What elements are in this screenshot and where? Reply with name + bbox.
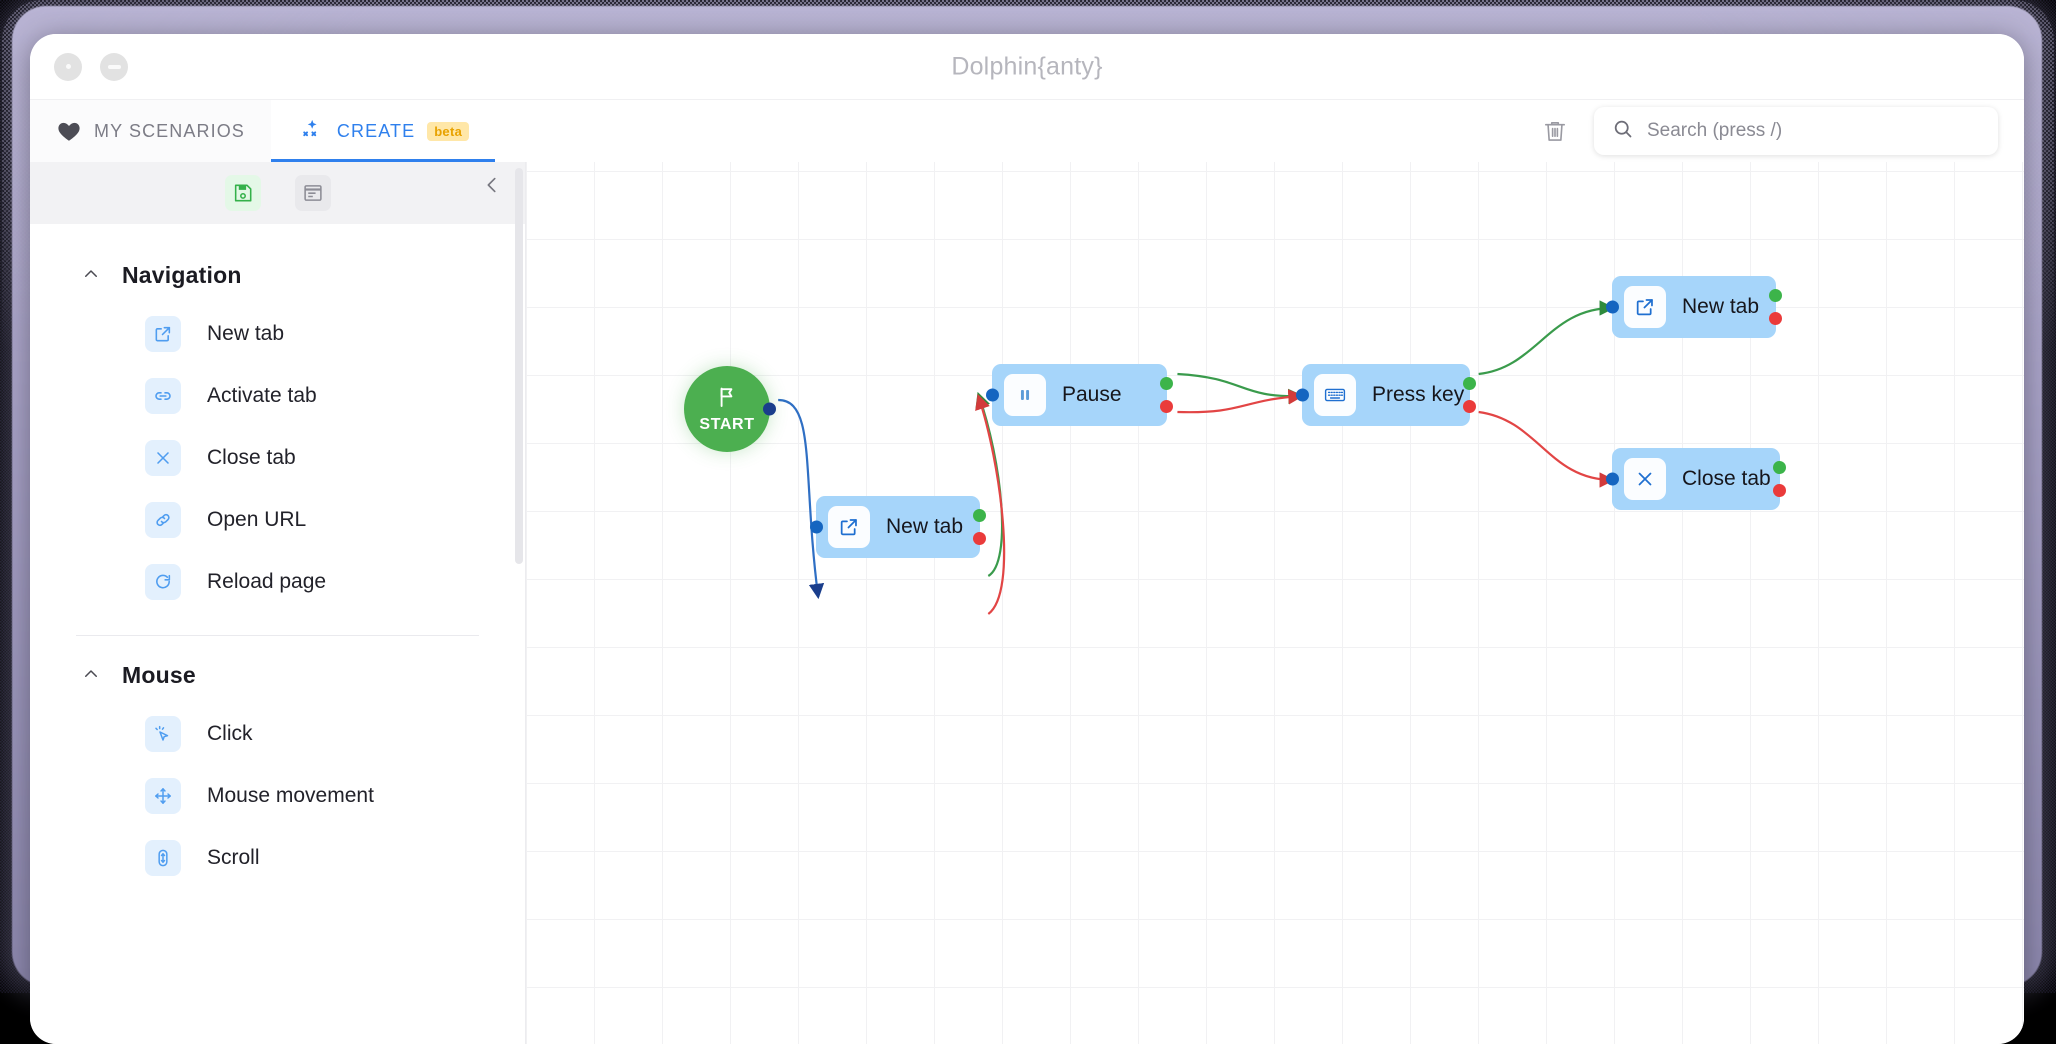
search-box[interactable] — [1594, 107, 1998, 155]
edge-press-key-error-to-close-tab — [1479, 412, 1613, 480]
scroll-icon — [145, 840, 181, 876]
close-x-icon — [145, 440, 181, 476]
node-label: New tab — [1682, 295, 1759, 319]
reload-icon — [145, 564, 181, 600]
sidebar-item-label: Scroll — [207, 846, 260, 870]
node-label: Press key — [1372, 383, 1464, 407]
node-pause[interactable]: Pause — [992, 364, 1167, 426]
external-link-icon — [828, 506, 870, 548]
chain-link-icon — [145, 502, 181, 538]
sidebar-scrollbar[interactable] — [515, 168, 523, 564]
node-new-tab-2[interactable]: New tab — [1612, 276, 1776, 338]
toolbar-right — [1538, 100, 2024, 162]
sidebar-item-label: Open URL — [207, 508, 306, 532]
node-error-port[interactable] — [973, 532, 986, 545]
sidebar-item-new-tab[interactable]: New tab — [30, 303, 525, 365]
keyboard-icon — [1314, 374, 1356, 416]
node-success-port[interactable] — [1769, 289, 1782, 302]
node-success-port[interactable] — [973, 509, 986, 522]
edge-pause-success-to-press-key — [1177, 374, 1301, 396]
pause-icon — [1004, 374, 1046, 416]
node-input-port[interactable] — [1606, 301, 1619, 314]
external-link-icon — [145, 316, 181, 352]
application-window: Dolphin{anty} MY SCENARIOS CREATE beta — [30, 34, 2024, 1044]
notes-button[interactable] — [295, 175, 331, 211]
group-navigation: Navigation New tab — [30, 236, 525, 613]
close-x-icon — [1624, 458, 1666, 500]
sidebar-item-label: Reload page — [207, 570, 326, 594]
sidebar-item-open-url[interactable]: Open URL — [30, 489, 525, 551]
node-label: New tab — [886, 515, 963, 539]
edge-new-tab-1-error-to-pause — [978, 396, 1004, 614]
heart-icon — [56, 118, 82, 144]
page-title: Dolphin{anty} — [30, 52, 2024, 81]
external-link-icon — [1624, 286, 1666, 328]
tab-create-label: CREATE — [337, 121, 415, 142]
start-output-port[interactable] — [763, 403, 776, 416]
flow-canvas[interactable]: START New tab — [526, 162, 2024, 1044]
flag-icon — [715, 385, 739, 414]
group-navigation-title: Navigation — [122, 262, 242, 289]
group-mouse-title: Mouse — [122, 662, 196, 689]
tab-strip: MY SCENARIOS CREATE beta — [30, 100, 2024, 162]
chevron-up-icon — [82, 265, 100, 287]
main-body: Navigation New tab — [30, 162, 2024, 1044]
link-horizontal-icon — [145, 378, 181, 414]
sidebar-item-mouse-movement[interactable]: Mouse movement — [30, 765, 525, 827]
status-badge: beta — [427, 122, 469, 141]
search-input[interactable] — [1647, 120, 1980, 142]
node-input-port[interactable] — [986, 389, 999, 402]
flow-edges — [526, 162, 2024, 1044]
sidebar-item-label: Click — [207, 722, 253, 746]
sidebar-item-label: Activate tab — [207, 384, 317, 408]
edge-start-to-new-tab-1 — [778, 400, 818, 597]
move-arrows-icon — [145, 778, 181, 814]
sidebar-item-click[interactable]: Click — [30, 703, 525, 765]
start-node-label: START — [699, 416, 754, 434]
cursor-click-icon — [145, 716, 181, 752]
magic-wand-icon — [297, 117, 325, 145]
node-input-port[interactable] — [810, 521, 823, 534]
node-input-port[interactable] — [1606, 473, 1619, 486]
group-navigation-header[interactable]: Navigation — [30, 236, 525, 303]
node-success-port[interactable] — [1160, 377, 1173, 390]
sidebar-item-reload-page[interactable]: Reload page — [30, 551, 525, 613]
node-label: Close tab — [1682, 467, 1771, 491]
sidebar-item-scroll[interactable]: Scroll — [30, 827, 525, 889]
sidebar-item-label: Mouse movement — [207, 784, 374, 808]
group-mouse-header[interactable]: Mouse — [30, 636, 525, 703]
search-icon — [1612, 118, 1634, 145]
node-success-port[interactable] — [1773, 461, 1786, 474]
edge-press-key-success-to-new-tab-2 — [1479, 308, 1613, 374]
trash-icon[interactable] — [1538, 114, 1572, 148]
node-press-key[interactable]: Press key — [1302, 364, 1470, 426]
save-scenario-button[interactable] — [225, 175, 261, 211]
sidebar-scroll-area: Navigation New tab — [30, 224, 525, 1044]
title-bar: Dolphin{anty} — [30, 34, 2024, 100]
actions-sidebar: Navigation New tab — [30, 162, 526, 1044]
node-input-port[interactable] — [1296, 389, 1309, 402]
node-close-tab[interactable]: Close tab — [1612, 448, 1780, 510]
sidebar-item-close-tab[interactable]: Close tab — [30, 427, 525, 489]
sidebar-item-label: Close tab — [207, 446, 296, 470]
sidebar-item-activate-tab[interactable]: Activate tab — [30, 365, 525, 427]
edge-pause-error-to-press-key — [1177, 396, 1301, 412]
node-new-tab-1[interactable]: New tab — [816, 496, 980, 558]
start-node[interactable]: START — [684, 366, 770, 452]
sidebar-toolbar — [30, 162, 525, 224]
tab-my-scenarios-label: MY SCENARIOS — [94, 121, 245, 142]
node-error-port[interactable] — [1773, 484, 1786, 497]
node-label: Pause — [1062, 383, 1122, 407]
node-error-port[interactable] — [1160, 400, 1173, 413]
node-error-port[interactable] — [1463, 400, 1476, 413]
group-mouse: Mouse Click — [30, 636, 525, 889]
node-error-port[interactable] — [1769, 312, 1782, 325]
tab-create[interactable]: CREATE beta — [271, 100, 495, 162]
sidebar-item-label: New tab — [207, 322, 284, 346]
node-success-port[interactable] — [1463, 377, 1476, 390]
tab-my-scenarios[interactable]: MY SCENARIOS — [30, 100, 271, 162]
chevron-up-icon — [82, 665, 100, 687]
sidebar-collapse-button[interactable] — [479, 172, 505, 198]
